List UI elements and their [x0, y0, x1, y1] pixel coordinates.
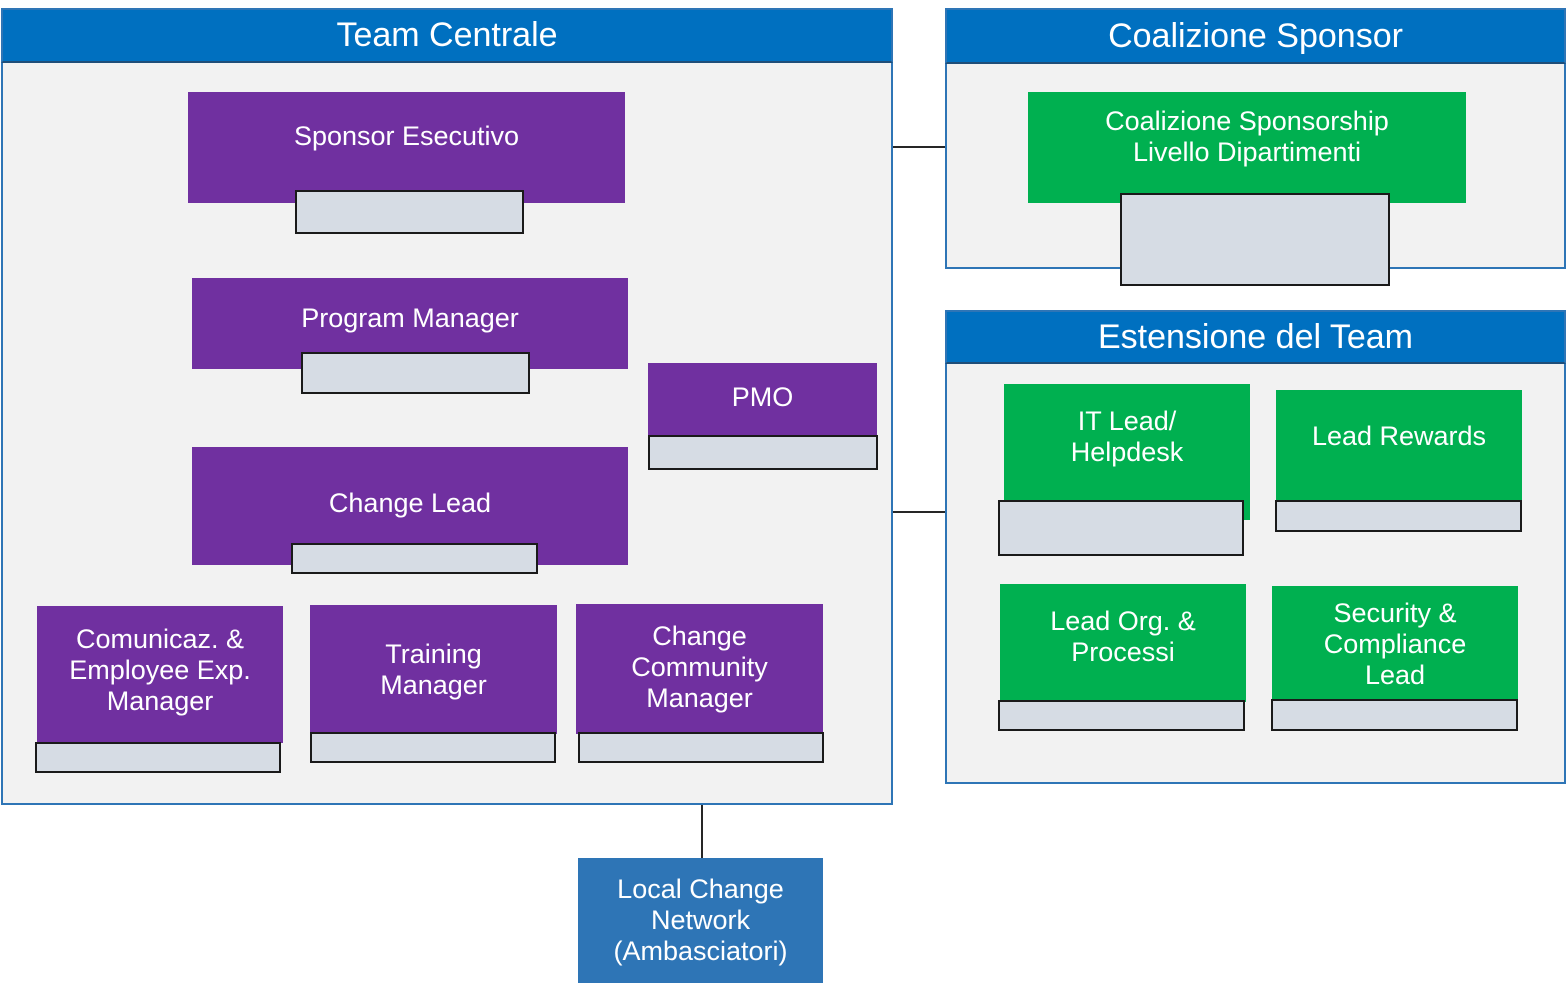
training-manager-box: Training Manager — [310, 605, 557, 734]
program-manager-name-slot — [301, 352, 530, 394]
security-compliance-box: Security & Compliance Lead — [1272, 586, 1518, 702]
pmo-box: PMO — [648, 363, 877, 438]
lead-org-line-2: Processi — [1071, 637, 1175, 667]
coalizione-sponsorship-name-slot — [1120, 193, 1390, 286]
coalizione-sponsorship-line-1: Coalizione Sponsorship — [1105, 105, 1389, 136]
pmo-name-slot — [648, 435, 878, 470]
sponsor-esecutivo-box: Sponsor Esecutivo — [188, 92, 625, 203]
training-line-2: Manager — [380, 669, 487, 700]
estensione-team-title: Estensione del Team — [1097, 317, 1413, 356]
training-line-1: Training — [385, 638, 482, 669]
local-network-line-3: (Ambasciatori) — [613, 936, 788, 966]
it-lead-box: IT Lead/ Helpdesk — [1004, 384, 1250, 520]
program-manager-label: Program Manager — [301, 303, 519, 333]
lead-rewards-box: Lead Rewards — [1276, 390, 1522, 502]
lead-org-box: Lead Org. & Processi — [1000, 584, 1246, 702]
estensione-team-header: Estensione del Team — [945, 310, 1566, 364]
sponsor-esecutivo-name-slot — [295, 190, 524, 234]
it-lead-name-slot — [998, 500, 1244, 556]
coalizione-sponsor-title: Coalizione Sponsor — [1108, 16, 1403, 55]
coalizione-sponsor-header: Coalizione Sponsor — [945, 8, 1566, 64]
coalizione-sponsorship-line-2: Livello Dipartimenti — [1132, 136, 1362, 167]
change-lead-label: Change Lead — [328, 488, 492, 518]
change-lead-name-slot — [291, 543, 538, 574]
team-centrale-header: Team Centrale — [1, 8, 893, 63]
local-network-line-1: Local Change — [617, 874, 784, 904]
connector-community-to-network — [701, 761, 703, 859]
security-line-1: Security & — [1333, 597, 1457, 628]
coalizione-sponsorship-box: Coalizione Sponsorship Livello Dipartime… — [1028, 92, 1466, 203]
it-lead-line-1: IT Lead/ — [1077, 406, 1177, 436]
community-name-slot — [578, 732, 824, 763]
community-manager-box: Change Community Manager — [576, 604, 823, 734]
security-line-2: Compliance — [1323, 628, 1467, 659]
comunicaz-name-slot — [35, 742, 281, 773]
security-line-3: Lead — [1364, 659, 1426, 690]
training-name-slot — [310, 732, 556, 763]
security-name-slot — [1271, 699, 1518, 731]
sponsor-esecutivo-label: Sponsor Esecutivo — [293, 121, 520, 151]
comunicaz-line-1: Comunicaz. & — [75, 624, 245, 654]
lead-org-name-slot — [998, 700, 1245, 731]
community-line-1: Change — [652, 620, 747, 651]
comunicaz-line-3: Manager — [106, 686, 214, 716]
comunicaz-manager-box: Comunicaz. & Employee Exp. Manager — [37, 606, 283, 743]
pmo-label: PMO — [731, 382, 794, 412]
lead-rewards-label: Lead Rewards — [1311, 420, 1487, 451]
lead-org-line-1: Lead Org. & — [1050, 606, 1196, 636]
team-centrale-title: Team Centrale — [336, 16, 558, 54]
community-line-2: Community — [631, 651, 768, 682]
lead-rewards-name-slot — [1275, 500, 1522, 532]
it-lead-line-2: Helpdesk — [1070, 437, 1184, 467]
comunicaz-line-2: Employee Exp. — [69, 655, 251, 685]
local-network-line-2: Network — [650, 905, 751, 935]
community-line-3: Manager — [646, 682, 753, 713]
local-change-network-box: Local Change Network (Ambasciatori) — [578, 858, 823, 983]
